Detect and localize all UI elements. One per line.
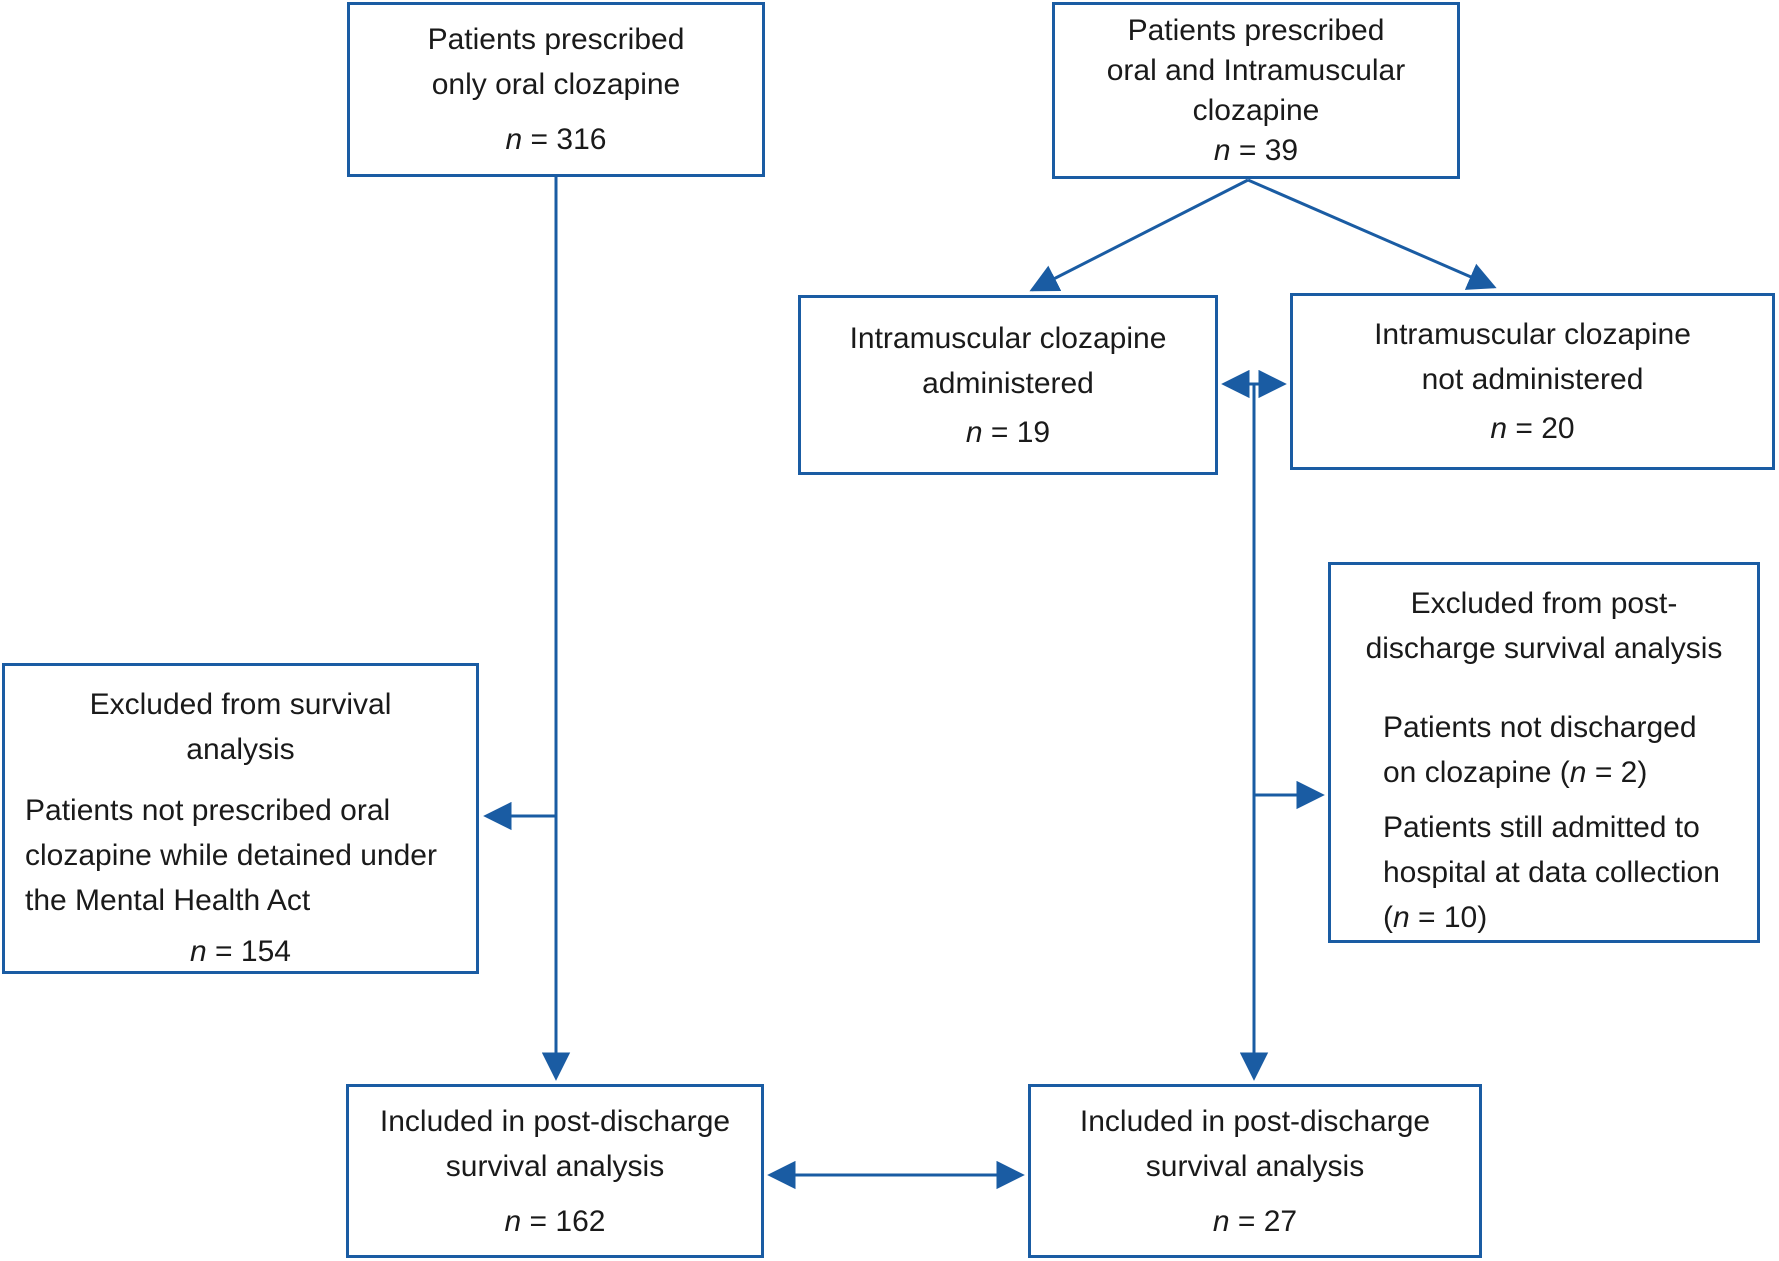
box-label-line: not administered [1421, 363, 1644, 396]
box-label-line: Intramuscular clozapine [1374, 318, 1691, 351]
box-im-not-administered: Intramuscular clozapine not administered… [1290, 293, 1775, 470]
box-label-line: Included in post-discharge [379, 1104, 731, 1138]
sample-size: n = 316 [505, 123, 607, 156]
box-label-line: survival analysis [1145, 1149, 1365, 1183]
box-excluded-post-discharge: Excluded from post- discharge survival a… [1328, 562, 1760, 943]
box-label-line: administered [922, 366, 1094, 400]
box-label-line: survival analysis [445, 1149, 665, 1183]
box-label-line: clozapine [1192, 93, 1320, 127]
sample-size: n = 20 [1490, 412, 1575, 445]
box-label-line: oral and Intramuscular [1106, 53, 1406, 87]
box-patients-oral-only: Patients prescribed only oral clozapine … [347, 2, 765, 177]
sample-size: n = 27 [1212, 1204, 1298, 1238]
box-label-line: Included in post-discharge [1079, 1104, 1431, 1138]
box-patients-oral-and-im: Patients prescribed oral and Intramuscul… [1052, 2, 1460, 179]
arrow-split-to-administered [1029, 178, 1249, 292]
exclusion-reason: Patients not discharged on clozapine (n … [1383, 711, 1697, 789]
box-label-line: only oral clozapine [431, 68, 681, 101]
box-label-line: Patients prescribed [427, 23, 685, 56]
sample-size: n = 154 [190, 935, 291, 968]
sample-size: n = 19 [965, 415, 1051, 449]
exclusion-reason: Patients still admitted to hospital at d… [1383, 811, 1720, 934]
box-label-line: Intramuscular clozapine [849, 321, 1167, 355]
box-excluded-survival-analysis: Excluded from survival analysis Patients… [2, 663, 479, 974]
sample-size: n = 162 [504, 1204, 606, 1238]
box-label-line: Patients prescribed [1127, 13, 1385, 47]
sample-size: n = 39 [1213, 133, 1299, 167]
arrow-split-to-not-administered [1247, 178, 1497, 290]
box-included-oral: Included in post-discharge survival anal… [346, 1084, 764, 1258]
box-body-text: Patients not prescribed oral clozapine w… [25, 794, 437, 917]
box-heading: Excluded from survival analysis [89, 688, 392, 766]
box-im-administered: Intramuscular clozapine administered n =… [798, 295, 1218, 475]
box-included-im: Included in post-discharge survival anal… [1028, 1084, 1482, 1258]
box-heading: Excluded from post- discharge survival a… [1365, 587, 1723, 665]
